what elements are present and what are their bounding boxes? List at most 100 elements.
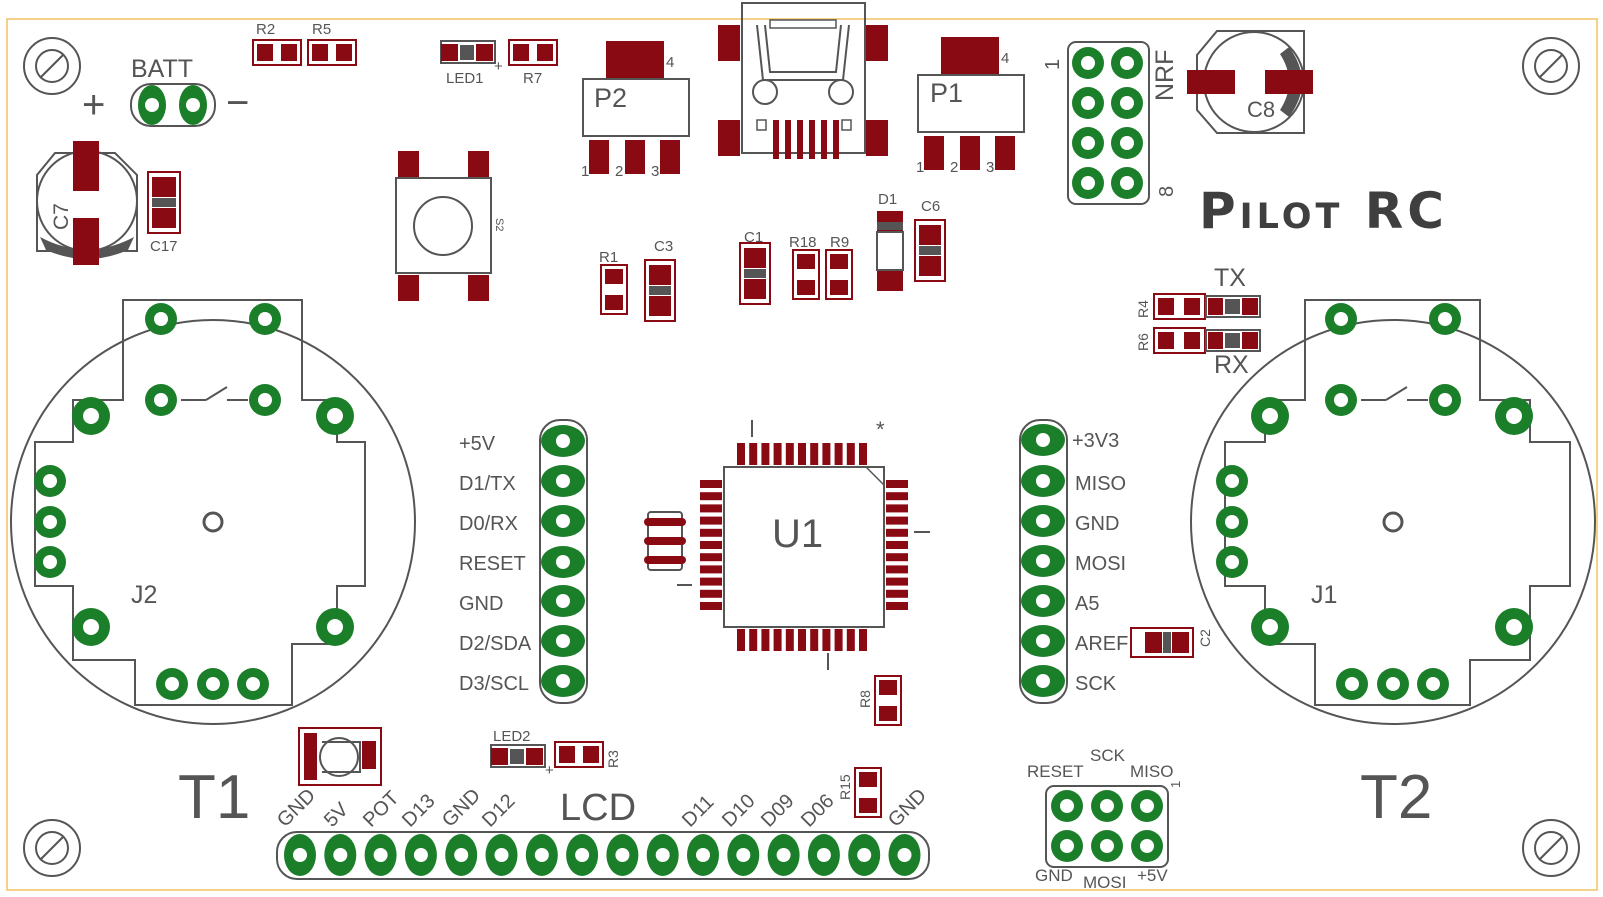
led-led2: LED2 +	[490, 728, 554, 779]
lcd-pad-hole	[696, 848, 710, 862]
j1-pad	[1216, 546, 1248, 578]
left-header-pad	[541, 505, 585, 537]
capacitor-c7: C7	[36, 141, 138, 265]
lcd-pad-hole	[575, 848, 590, 862]
u1-pin	[886, 589, 908, 598]
u1-pin	[886, 504, 908, 513]
r1-label: R1	[599, 249, 618, 266]
icsp-pin1: 1	[1168, 781, 1183, 788]
u1-pin	[737, 443, 745, 465]
led1-label: LED1	[446, 70, 484, 87]
u1-pin	[886, 541, 908, 549]
r5-label: R5	[312, 21, 331, 38]
j2-pad	[72, 608, 110, 646]
switch-s2: S2	[395, 151, 505, 301]
lcd-pad-hole	[816, 848, 831, 862]
batt-label: BATT	[131, 55, 193, 83]
j1-pad	[1325, 303, 1357, 335]
nrf-header: NRF 1 8	[1042, 41, 1179, 205]
left-header-label: D0/RX	[459, 513, 518, 535]
u1-pin	[846, 443, 855, 465]
right-header-label: MISO	[1075, 473, 1126, 495]
u1-pin	[886, 528, 908, 537]
right-header-pad	[1021, 625, 1065, 657]
lcd-pad-hole	[655, 848, 670, 862]
j1-pad	[1325, 384, 1357, 416]
lcd-label: LCD	[560, 787, 636, 829]
s2-label: S2	[493, 218, 505, 231]
u1-pin	[846, 629, 855, 651]
r4-label: R4	[1135, 300, 1151, 318]
j1-pad	[1429, 384, 1461, 416]
board-title: Pilot RC	[1199, 182, 1448, 240]
u1-pin	[700, 589, 722, 598]
resistor-r8: R8	[857, 675, 902, 726]
r15-label: R15	[837, 774, 853, 800]
mounting-hole-top-left	[23, 37, 81, 95]
mcu-u1: U1 *	[700, 417, 930, 670]
u1-pin	[700, 492, 722, 501]
j1-pad	[1417, 668, 1449, 700]
u1-pin	[834, 443, 843, 465]
icsp-label: GND	[1035, 866, 1073, 885]
r6-label: R6	[1135, 333, 1151, 351]
u1-pin	[737, 629, 745, 651]
tx-label: TX	[1214, 264, 1246, 292]
right-header-label: SCK	[1075, 673, 1117, 695]
u1-pin	[886, 492, 908, 501]
rx-label: RX	[1214, 351, 1249, 379]
capacitor-c2: C2	[1130, 627, 1213, 658]
capacitor-c3: C3	[644, 238, 676, 322]
mounting-hole-bottom-left	[23, 819, 81, 877]
icsp-pad	[1051, 790, 1083, 822]
right-header-pad	[1021, 505, 1065, 537]
resistor-r5: R5	[307, 21, 357, 66]
j1-pad	[1495, 397, 1533, 435]
nrf-pad	[1111, 47, 1143, 79]
j1-pad	[1216, 506, 1248, 538]
u1-pin	[798, 443, 806, 465]
u1-pin	[834, 629, 843, 651]
c2-label: C2	[1197, 629, 1213, 647]
batt-connector: BATT + −	[82, 55, 249, 127]
u1-pin	[700, 553, 722, 562]
u1-pin	[810, 443, 819, 465]
icsp-pad	[1051, 830, 1083, 862]
batt-pad	[179, 85, 207, 125]
j2-pad	[145, 384, 177, 416]
nrf-pad	[1072, 127, 1104, 159]
icsp-label: RESET	[1027, 762, 1084, 781]
nrf-pad	[1072, 167, 1104, 199]
u1-pin	[700, 577, 722, 586]
j2-pad	[156, 668, 188, 700]
left-header-label: GND	[459, 593, 503, 615]
lcd-pad-hole	[857, 848, 872, 862]
left-header: +5V D1/TX D0/RX RESET GND D2/SDA D3/SCL	[459, 419, 588, 704]
left-header-label: RESET	[459, 553, 526, 575]
c6-label: C6	[921, 198, 940, 215]
u1-pin	[749, 629, 758, 651]
u1-pin	[700, 516, 722, 525]
icsp-label: +5V	[1137, 866, 1168, 885]
nrf-pad	[1111, 87, 1143, 119]
left-header-label: D2/SDA	[459, 633, 532, 655]
r2-label: R2	[256, 21, 275, 38]
u1-pin	[859, 443, 867, 465]
j2-pad	[316, 608, 354, 646]
u1-pin	[886, 577, 908, 586]
c1-label: C1	[744, 229, 763, 246]
nrf-pad	[1072, 47, 1104, 79]
u1-pin	[822, 443, 831, 465]
u1-pin1-marker: *	[876, 417, 885, 442]
right-header-pad	[1021, 545, 1065, 577]
right-header-label: MOSI	[1075, 553, 1126, 575]
resistor-r3: R3	[554, 741, 621, 768]
right-header-label: +3V3	[1072, 430, 1119, 452]
u1-pin	[798, 629, 806, 651]
svg-text:+: +	[494, 58, 503, 75]
icsp-pad	[1131, 790, 1163, 822]
j2-pad	[34, 465, 66, 497]
diode-d1: D1	[876, 191, 904, 291]
icsp-label: MOSI	[1083, 873, 1126, 892]
regulator-p1: P1 4 1 2 3	[916, 37, 1025, 176]
